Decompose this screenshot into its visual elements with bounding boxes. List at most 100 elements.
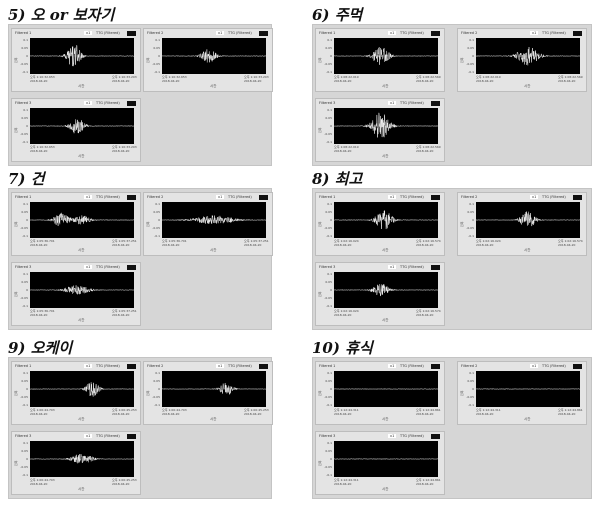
end-time-text: 오후 1:12:44.861 <box>558 408 583 412</box>
start-date-text: 2018-04-20 <box>30 79 48 83</box>
zoom-indicator[interactable]: x1 <box>84 195 93 199</box>
waveform-plot[interactable] <box>476 371 580 407</box>
waveform-plot[interactable] <box>334 272 438 308</box>
zoom-indicator[interactable]: x1 <box>216 195 225 199</box>
zoom-indicator[interactable]: x1 <box>388 31 397 35</box>
end-time-text: 오후 1:12:44.861 <box>416 478 441 482</box>
end-time-text: 오후 1:02:16.574 <box>416 239 441 243</box>
channel-label: Filtered 3 <box>319 101 336 105</box>
waveform-svg <box>334 47 438 65</box>
end-date-text: 2018-04-20 <box>416 243 434 247</box>
signal-trace <box>476 388 580 390</box>
zoom-indicator[interactable]: x1 <box>530 364 539 368</box>
channel-label: Filtered 2 <box>147 195 164 199</box>
end-time-text: 오후 1:00:45.253 <box>112 478 137 482</box>
y-tick-label: 0.1 <box>23 108 28 112</box>
zoom-indicator[interactable]: x1 <box>84 364 93 368</box>
y-tick-label: 0 <box>472 387 474 391</box>
signal-trace <box>162 215 266 224</box>
legend-swatch <box>431 364 440 369</box>
legend-label: TTG (Filtered) <box>400 265 424 269</box>
waveform-plot[interactable] <box>334 108 438 144</box>
waveform-plot[interactable] <box>30 272 134 308</box>
y-tick-label: 0.1 <box>23 38 28 42</box>
x-axis-label: 시간 <box>210 417 217 421</box>
zoom-indicator[interactable]: x1 <box>530 31 539 35</box>
channel-label: Filtered 1 <box>319 364 336 368</box>
waveform-svg <box>30 382 134 397</box>
section-title: 6) 주먹 <box>312 6 363 24</box>
y-tick-label: 0.05 <box>21 46 28 50</box>
zoom-indicator[interactable]: x1 <box>216 31 225 35</box>
y-tick-label: 0 <box>26 288 28 292</box>
y-tick-label: 0 <box>472 218 474 222</box>
signal-trace <box>162 382 266 395</box>
start-date-text: 2018-04-20 <box>476 79 494 83</box>
end-time-text: 오후 1:12:44.861 <box>416 408 441 412</box>
waveform-svg <box>162 49 266 63</box>
waveform-plot[interactable] <box>30 38 134 74</box>
y-tick-label: -0.05 <box>324 465 332 469</box>
zoom-indicator[interactable]: x1 <box>388 265 397 269</box>
y-tick-label: 0 <box>26 124 28 128</box>
zoom-indicator[interactable]: x1 <box>388 101 397 105</box>
zoom-indicator[interactable]: x1 <box>388 364 397 368</box>
zoom-indicator[interactable]: x1 <box>84 101 93 105</box>
legend-label: TTG (Filtered) <box>542 31 566 35</box>
start-date-text: 2018-04-20 <box>162 412 180 416</box>
y-tick-label: -0.1 <box>22 473 28 477</box>
zoom-indicator[interactable]: x1 <box>530 195 539 199</box>
zoom-indicator[interactable]: x1 <box>84 31 93 35</box>
zoom-indicator[interactable]: x1 <box>388 434 397 438</box>
legend-swatch <box>431 31 440 36</box>
waveform-plot[interactable] <box>162 202 266 238</box>
waveform-plot[interactable] <box>476 202 580 238</box>
waveform-plot[interactable] <box>30 108 134 144</box>
start-date-text: 2018-04-20 <box>334 313 352 317</box>
y-tick-label: 0.1 <box>23 202 28 206</box>
waveform-svg <box>30 212 134 227</box>
zoom-indicator[interactable]: x1 <box>216 364 225 368</box>
legend-label: TTG (Filtered) <box>228 195 252 199</box>
y-tick-label: 0 <box>26 387 28 391</box>
waveform-plot[interactable] <box>476 38 580 74</box>
zoom-indicator[interactable]: x1 <box>388 195 397 199</box>
section-title: 5) 오 or 보자기 <box>8 6 115 24</box>
waveform-plot[interactable] <box>162 371 266 407</box>
y-tick-label: -0.1 <box>468 70 474 74</box>
legend-label: TTG (Filtered) <box>96 364 120 368</box>
legend-label: TTG (Filtered) <box>400 364 424 368</box>
waveform-plot[interactable] <box>334 441 438 477</box>
y-tick-label: -0.1 <box>154 403 160 407</box>
channel-label: Filtered 3 <box>15 265 32 269</box>
start-time-text: 오후 1:12:44.311 <box>334 408 359 412</box>
zoom-indicator[interactable]: x1 <box>84 434 93 438</box>
legend-label: TTG (Filtered) <box>96 31 120 35</box>
waveform-plot[interactable] <box>334 202 438 238</box>
y-tick-label: -0.1 <box>326 473 332 477</box>
waveform-svg <box>476 47 580 66</box>
waveform-plot[interactable] <box>30 371 134 407</box>
waveform-plot[interactable] <box>30 202 134 238</box>
end-date-text: 2018-04-20 <box>558 412 576 416</box>
waveform-plot[interactable] <box>334 371 438 407</box>
waveform-plot[interactable] <box>30 441 134 477</box>
y-tick-label: -0.05 <box>20 62 28 66</box>
waveform-plot[interactable] <box>162 38 266 74</box>
y-tick-label: -0.05 <box>466 395 474 399</box>
waveform-plot[interactable] <box>334 38 438 74</box>
y-tick-label: -0.1 <box>468 403 474 407</box>
zoom-indicator[interactable]: x1 <box>84 265 93 269</box>
end-date-text: 2018-04-20 <box>244 79 262 83</box>
